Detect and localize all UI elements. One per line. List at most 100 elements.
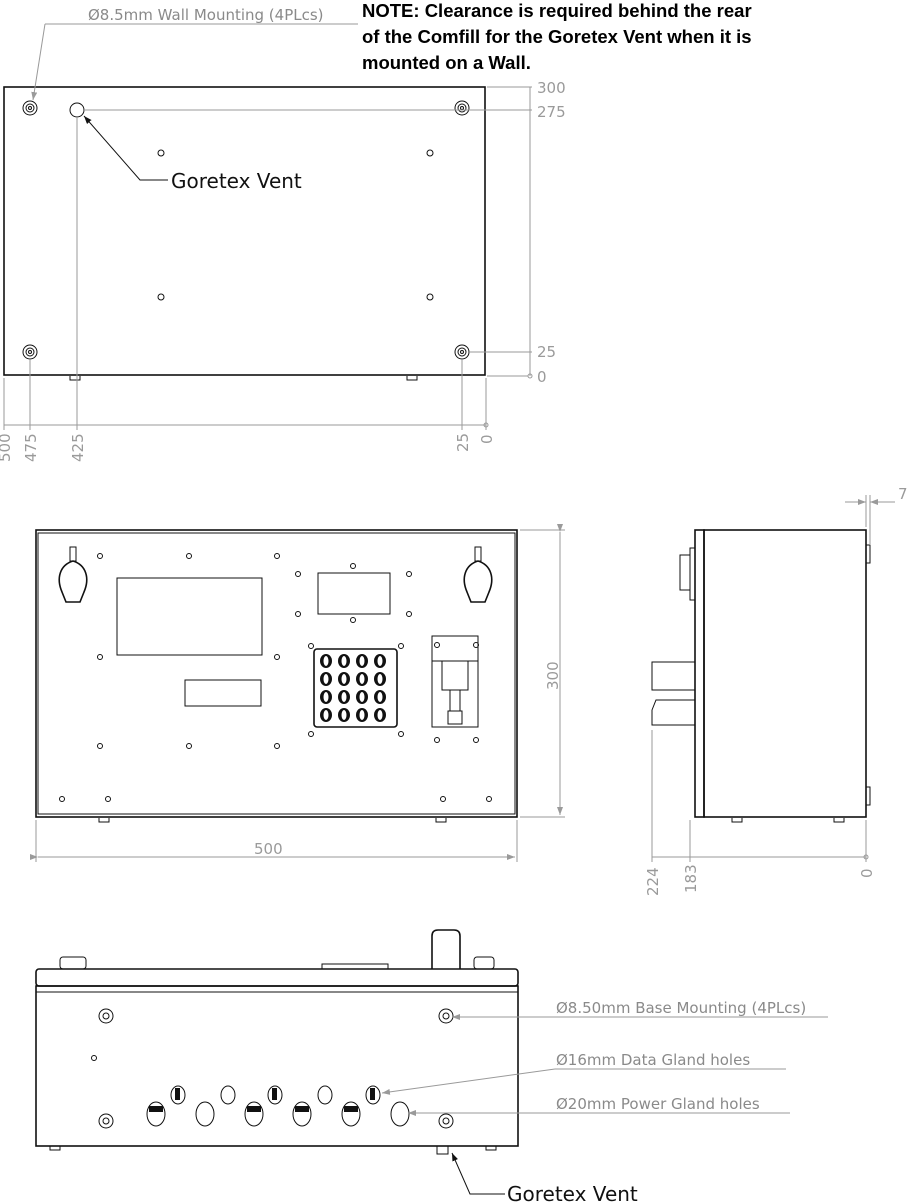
keypad-edge xyxy=(321,963,389,970)
display-window xyxy=(116,577,263,656)
note-line-1: NOTE: Clearance is required behind the r… xyxy=(362,0,752,21)
screw-hole xyxy=(97,743,103,749)
gland-fitting xyxy=(370,1088,375,1100)
front-width-dim: 500 xyxy=(254,840,283,858)
keypad-key-highlight xyxy=(377,710,383,720)
circuit-breaker xyxy=(431,635,479,728)
bottom-view: Ø8.50mm Base Mounting (4PLcs) Ø16mm Data… xyxy=(35,929,828,1204)
front-screw-holes xyxy=(59,553,492,802)
screw-hole xyxy=(295,611,301,617)
keypad-key-highlight xyxy=(359,692,365,702)
rear-view: Ø8.5mm Wall Mounting (4PLcs) Goretex Ven… xyxy=(0,6,566,462)
mounting-hole xyxy=(22,100,38,116)
data-gland-hole xyxy=(170,1085,186,1105)
hook-icon xyxy=(463,546,493,603)
keypad-key-highlight xyxy=(359,710,365,720)
dim-475: 475 xyxy=(22,433,40,462)
screw-hole xyxy=(97,553,103,559)
dim-425: 425 xyxy=(69,433,87,462)
base-mounting-label: Ø8.50mm Base Mounting (4PLcs) xyxy=(556,999,806,1017)
keypad-key-highlight xyxy=(323,656,329,666)
data-gland-hole xyxy=(267,1085,283,1105)
screw-hole xyxy=(308,643,314,649)
note-line-2: of the Comfill for the Goretex Vent when… xyxy=(362,26,752,47)
side-front-panel xyxy=(694,529,705,818)
data-gland-hole xyxy=(365,1085,381,1105)
screw-hole xyxy=(274,553,280,559)
label-window xyxy=(184,679,262,707)
screw-hole xyxy=(486,796,492,802)
power-gland-hole xyxy=(390,1101,410,1127)
mounting-hole xyxy=(454,100,470,116)
keypad-key-highlight xyxy=(377,656,383,666)
keypad-key-highlight xyxy=(341,692,347,702)
side-keypad-protrusion xyxy=(651,661,696,726)
screw-hole xyxy=(59,796,65,802)
screw-hole xyxy=(406,571,412,577)
keypad-key-highlight xyxy=(359,674,365,684)
clearance-note: NOTE: Clearance is required behind the r… xyxy=(362,0,752,73)
dim-25: 25 xyxy=(537,343,556,361)
dim-0-side: 0 xyxy=(858,868,876,878)
keypad-keys xyxy=(320,654,386,722)
screw-hole xyxy=(440,796,446,802)
keypad-key-highlight xyxy=(341,674,347,684)
side-offset-dim: 7 xyxy=(898,485,908,503)
gland-fitting xyxy=(175,1088,180,1100)
dim-500: 500 xyxy=(0,433,14,462)
gland-fitting xyxy=(149,1106,163,1112)
wall-mounting-holes xyxy=(22,100,470,360)
mounting-hole xyxy=(22,344,38,360)
keypad-key-highlight xyxy=(359,656,365,666)
screw-hole xyxy=(97,654,103,660)
screw-hole xyxy=(308,731,314,737)
keypad-key-highlight xyxy=(377,692,383,702)
screw-hole xyxy=(406,611,412,617)
handle xyxy=(431,929,461,969)
screw-hole xyxy=(186,553,192,559)
screw-hole xyxy=(434,642,440,648)
screw-hole xyxy=(473,642,479,648)
gland-fitting xyxy=(272,1088,277,1100)
front-panel-outline xyxy=(35,529,518,818)
mounting-hole xyxy=(454,344,470,360)
dim-25h: 25 xyxy=(454,433,472,452)
bottom-body-outline xyxy=(35,985,519,1147)
front-view: 300 500 xyxy=(30,524,565,862)
screw-hole xyxy=(398,643,404,649)
dim-0: 0 xyxy=(537,368,547,386)
power-gland-hole xyxy=(244,1101,264,1127)
note-line-3: mounted on a Wall. xyxy=(362,52,531,73)
dim-183: 183 xyxy=(682,864,700,893)
power-gland-label: Ø20mm Power Gland holes xyxy=(556,1095,760,1113)
screw-hole xyxy=(186,743,192,749)
gland-holes xyxy=(146,1085,410,1127)
power-gland-hole xyxy=(292,1101,312,1127)
rear-vent-label: Goretex Vent xyxy=(171,169,302,193)
keypad-key-highlight xyxy=(323,692,329,702)
feet xyxy=(49,1146,497,1151)
screw-hole xyxy=(350,617,356,623)
knob xyxy=(473,956,495,970)
keypad-key-highlight xyxy=(323,674,329,684)
keypad-key-highlight xyxy=(341,710,347,720)
screw-hole xyxy=(274,654,280,660)
feet xyxy=(98,818,447,823)
power-gland-hole xyxy=(341,1101,361,1127)
card-reader-window xyxy=(317,572,391,615)
dim-0h: 0 xyxy=(478,434,496,444)
front-height-dim: 300 xyxy=(544,661,562,690)
screw-hole xyxy=(434,737,440,743)
dim-300: 300 xyxy=(537,79,566,97)
data-gland-hole xyxy=(220,1085,236,1105)
keypad xyxy=(313,648,398,728)
knob xyxy=(59,956,87,970)
screw-hole xyxy=(350,563,356,569)
side-body-outline xyxy=(703,529,867,818)
dim-275: 275 xyxy=(537,103,566,121)
gland-fitting xyxy=(247,1106,261,1112)
keypad-key-highlight xyxy=(377,674,383,684)
feet xyxy=(731,818,845,823)
side-hook xyxy=(679,547,696,601)
